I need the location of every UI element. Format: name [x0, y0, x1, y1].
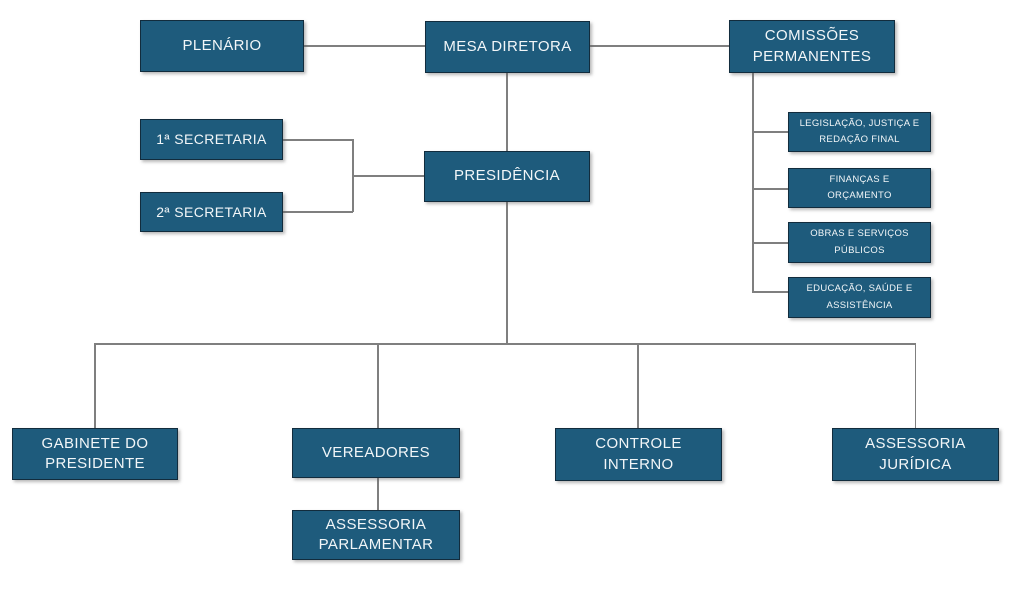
- connector-drop-vereadores: [377, 343, 379, 428]
- connector-secretaria2-elbow: [283, 211, 353, 213]
- node-presidencia: PRESIDÊNCIA: [424, 151, 590, 202]
- connector-drop-gabinete: [94, 343, 96, 428]
- node-controle-interno: CONTROLE INTERNO: [555, 428, 722, 481]
- node-assessoria-parlamentar: ASSESSORIA PARLAMENTAR: [292, 510, 460, 560]
- connector-drop-controle: [637, 343, 639, 428]
- connector-mesa-comissoes: [590, 45, 729, 47]
- connector-elbow-obras: [752, 242, 788, 244]
- connector-mesa-presidencia: [506, 73, 508, 151]
- connector-comissoes-trunk: [752, 73, 754, 292]
- connector-elbow-educacao: [752, 291, 788, 293]
- connector-drop-assessoria-juridica: [914, 343, 916, 428]
- node-legislacao-justica-redacao: LEGISLAÇÃO, JUSTIÇA E REDAÇÃO FINAL: [788, 112, 931, 152]
- node-assessoria-juridica: ASSESSORIA JURÍDICA: [832, 428, 999, 481]
- connector-elbow-legislacao: [752, 131, 788, 133]
- node-gabinete-presidente: GABINETE DO PRESIDENTE: [12, 428, 178, 480]
- node-financas-orcamento: FINANÇAS E ORÇAMENTO: [788, 168, 931, 208]
- connector-secretarias-presidencia: [352, 175, 424, 177]
- node-comissoes-permanentes: COMISSÕES PERMANENTES: [729, 20, 895, 73]
- node-obras-servicos-publicos: OBRAS E SERVIÇOS PÚBLICOS: [788, 222, 931, 263]
- connector-vereadores-assessoria-parlamentar: [377, 478, 379, 510]
- connector-elbow-financas: [752, 188, 788, 190]
- node-mesa-diretora: MESA DIRETORA: [425, 21, 590, 73]
- connector-secretaria1-elbow: [283, 139, 353, 141]
- connector-presidencia-bar: [506, 202, 508, 343]
- node-plenario: PLENÁRIO: [140, 20, 304, 72]
- node-2a-secretaria: 2ª SECRETARIA: [140, 192, 283, 232]
- node-1a-secretaria: 1ª SECRETARIA: [140, 119, 283, 160]
- connector-distribution-bar: [95, 343, 916, 345]
- node-educacao-saude-assistencia: EDUCAÇÃO, SAÚDE E ASSISTÊNCIA: [788, 277, 931, 318]
- node-vereadores: VEREADORES: [292, 428, 460, 478]
- connector-plenario-mesa: [304, 45, 425, 47]
